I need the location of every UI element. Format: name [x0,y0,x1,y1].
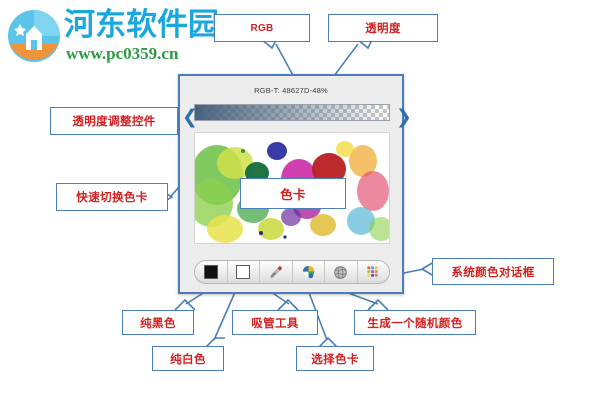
callout-random-color: 生成一个随机颜色 [354,310,476,335]
callout-pure-black: 纯黑色 [122,310,194,335]
prev-color-card-arrow[interactable]: ❮ [182,106,198,128]
next-color-card-arrow[interactable]: ❯ [396,106,412,128]
callout-alpha-control: 透明度调整控件 [50,107,178,135]
callout-eyedropper: 吸管工具 [232,310,318,335]
site-logo-icon [8,10,60,62]
color-tools-toolbar [194,260,390,284]
site-watermark: 河东软件园 www.pc0359.cn [6,6,219,68]
callout-transparency: 透明度 [328,14,438,42]
pure-black-button[interactable] [195,261,228,283]
color-card-image[interactable] [194,132,390,244]
eyedropper-icon [270,265,283,278]
system-color-dialog-button[interactable] [358,261,390,283]
black-square-icon [203,265,218,279]
pure-white-button[interactable] [228,261,260,283]
callout-pick-card: 选择色卡 [296,346,374,371]
callout-color-card: 色卡 [240,178,346,209]
color-palette-icon [302,265,314,278]
globe-icon [334,265,348,279]
transparency-slider[interactable] [194,104,390,121]
color-grid-icon [367,265,378,277]
rgb-transparency-readout: RGB-T: 48627D-48% [254,86,328,95]
callout-system-color-dialog: 系统颜色对话框 [432,258,554,285]
site-url: www.pc0359.cn [66,44,179,63]
random-color-button[interactable] [325,261,358,283]
callout-quick-switch: 快速切换色卡 [56,183,168,211]
eyedropper-button[interactable] [260,261,293,283]
white-square-icon [236,265,251,279]
callout-pure-white: 纯白色 [152,346,224,371]
callout-rgb: RGB [214,14,310,42]
site-brand-name: 河东软件园 [64,7,219,42]
select-color-card-button[interactable] [293,261,325,283]
